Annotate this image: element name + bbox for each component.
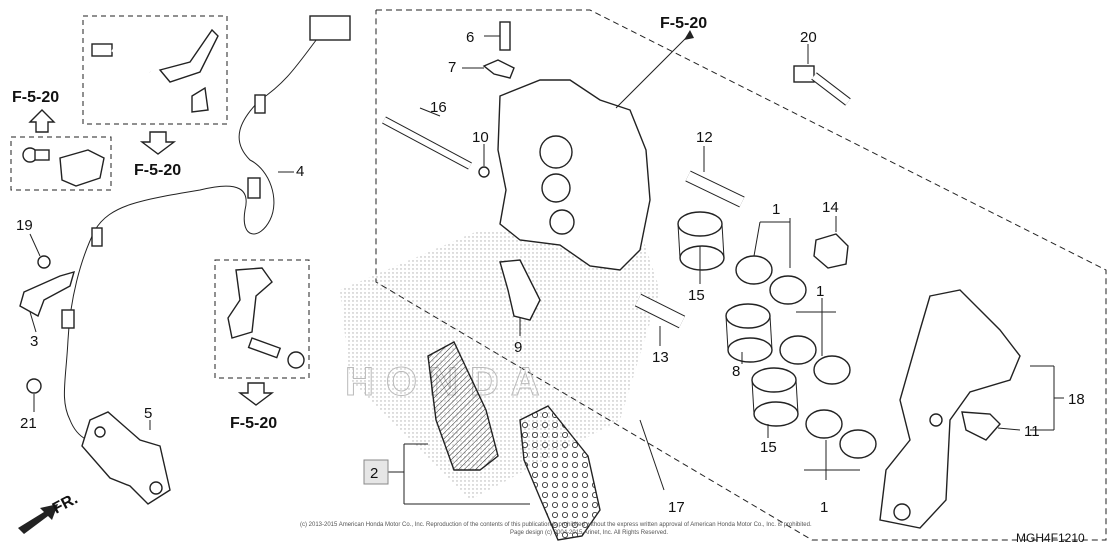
arrow-down-icon bbox=[139, 131, 177, 155]
callout-15-lower: 15 bbox=[760, 439, 777, 456]
callout-18: 18 bbox=[1068, 391, 1085, 408]
bolt-top-box bbox=[91, 43, 151, 74]
callout-12: 12 bbox=[696, 129, 713, 146]
callout-4: 4 bbox=[296, 163, 304, 180]
direction-label: FR. bbox=[50, 490, 81, 517]
ref-label-bottom[interactable]: F-5-20 bbox=[230, 415, 277, 432]
bleeder-cap-7 bbox=[482, 59, 515, 79]
sensor-wire bbox=[63, 21, 331, 443]
callout-19: 19 bbox=[16, 217, 33, 234]
callout-13: 13 bbox=[652, 349, 669, 366]
clip-top-box bbox=[191, 86, 209, 113]
boot-14 bbox=[813, 233, 849, 269]
caliper-body bbox=[497, 79, 651, 271]
bleeder-valve-6 bbox=[499, 21, 511, 51]
ref-label-top[interactable]: F-5-20 bbox=[660, 15, 707, 32]
bolt-21 bbox=[26, 378, 42, 394]
ref-label-left[interactable]: F-5-20 bbox=[12, 89, 59, 106]
ref-label-mid[interactable]: F-5-20 bbox=[134, 162, 181, 179]
bolt-lower-box bbox=[247, 337, 282, 359]
piston-8 bbox=[725, 303, 773, 363]
arrow-down-icon-2 bbox=[237, 382, 275, 406]
callout-17: 17 bbox=[668, 499, 685, 516]
bolt-20 bbox=[793, 65, 851, 106]
piston-seals bbox=[735, 255, 877, 459]
copyright-text-2: Page design (c) 2004-2015 Arinet, Inc. A… bbox=[510, 530, 668, 536]
callout-9: 9 bbox=[514, 339, 522, 356]
callout-15-upper: 15 bbox=[688, 287, 705, 304]
pad-spring-9 bbox=[499, 259, 541, 321]
callout-7: 7 bbox=[448, 59, 456, 76]
bracket-group-box-2 bbox=[214, 259, 310, 379]
callout-16: 16 bbox=[430, 99, 447, 116]
leader-ref-top bbox=[615, 33, 691, 109]
arrow-up-icon bbox=[28, 109, 56, 133]
callout-6: 6 bbox=[466, 29, 474, 46]
washer-10 bbox=[478, 166, 490, 178]
callout-5: 5 bbox=[144, 405, 152, 422]
bracket-group-box bbox=[82, 15, 228, 125]
callout-3: 3 bbox=[30, 333, 38, 350]
pin-13 bbox=[634, 293, 686, 329]
bracket-top-box bbox=[158, 28, 219, 83]
caliper-bracket-18 bbox=[879, 289, 1021, 529]
brake-pad-outer bbox=[519, 405, 601, 541]
callout-21: 21 bbox=[20, 415, 37, 432]
clip-11 bbox=[961, 411, 1001, 441]
callout-10: 10 bbox=[472, 129, 489, 146]
callout-1-mid: 1 bbox=[816, 283, 824, 300]
callout-2-box[interactable] bbox=[363, 459, 389, 485]
diagram-code: MGH4F1210 bbox=[1016, 531, 1085, 545]
dotted-shading bbox=[340, 230, 660, 500]
clip-part bbox=[59, 149, 105, 187]
callout-1-bottom: 1 bbox=[820, 499, 828, 516]
wire-connector bbox=[309, 15, 351, 41]
clip-group-box bbox=[10, 136, 112, 191]
front-direction-arrow-icon bbox=[18, 504, 58, 534]
slide-pin-16 bbox=[382, 116, 472, 170]
piston-15-lower bbox=[751, 367, 799, 427]
callout-8: 8 bbox=[732, 363, 740, 380]
callout-1-top: 1 bbox=[772, 201, 780, 218]
pin-12 bbox=[685, 170, 745, 208]
piston-15-upper bbox=[677, 211, 725, 271]
callout-2: 2 bbox=[370, 465, 378, 482]
brake-pad-inner bbox=[427, 341, 499, 471]
bolt-19 bbox=[37, 255, 51, 269]
bracket-lower-box bbox=[227, 267, 273, 339]
callout-11: 11 bbox=[1024, 423, 1040, 440]
callout-14: 14 bbox=[822, 199, 839, 216]
clip-3 bbox=[19, 270, 76, 318]
copyright-text: (c) 2013-2015 American Honda Motor Co., … bbox=[300, 522, 812, 528]
callout-20: 20 bbox=[800, 29, 817, 46]
